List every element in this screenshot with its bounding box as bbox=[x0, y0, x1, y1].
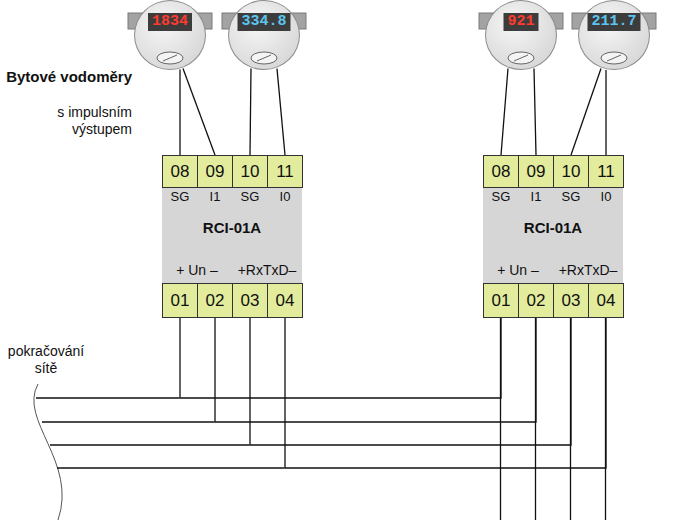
pulse-connector bbox=[228, 0, 300, 70]
module-box: RCI-01A08SG09I110SG11I001020304+ Un –+Rx… bbox=[483, 155, 623, 318]
break-line bbox=[34, 384, 62, 520]
water-meter: 921 bbox=[485, 0, 557, 70]
pin-name: I0 bbox=[588, 189, 624, 205]
terminal-number: 01 bbox=[162, 283, 198, 318]
meter-reading: 921 bbox=[503, 13, 538, 31]
wire bbox=[571, 69, 601, 155]
pin-name: SG bbox=[553, 189, 589, 205]
terminal: 08SG bbox=[483, 155, 519, 205]
terminal: 10SG bbox=[232, 155, 268, 205]
terminal-number: 10 bbox=[553, 155, 589, 188]
caption-text: s impulsním výstupem bbox=[6, 104, 132, 138]
terminal: 01 bbox=[162, 283, 198, 318]
pin-name: SG bbox=[232, 189, 268, 205]
bus-wire bbox=[57, 467, 285, 468]
terminal: 11I0 bbox=[267, 155, 303, 205]
wire bbox=[183, 69, 215, 155]
terminal-number: 04 bbox=[267, 283, 303, 318]
wire bbox=[285, 318, 606, 468]
signal-name: + Un – bbox=[483, 262, 553, 279]
terminal: 03 bbox=[232, 283, 268, 318]
pin-name: SG bbox=[162, 189, 198, 205]
water-meter: 211.7 bbox=[578, 0, 650, 70]
bus-wire bbox=[36, 397, 180, 398]
terminal: 02 bbox=[197, 283, 233, 318]
module-title: RCI-01A bbox=[162, 219, 302, 237]
terminal-number: 08 bbox=[483, 155, 519, 188]
pulse-connector bbox=[485, 0, 557, 70]
terminal: 01 bbox=[483, 283, 519, 318]
water-meter: 1834 bbox=[134, 0, 206, 70]
bus-wire bbox=[50, 444, 250, 445]
terminal: 09I1 bbox=[197, 155, 233, 205]
pin-name: SG bbox=[483, 189, 519, 205]
wire bbox=[605, 70, 606, 155]
terminal-number: 09 bbox=[197, 155, 233, 188]
terminal-number: 01 bbox=[483, 283, 519, 318]
terminal-number: 02 bbox=[518, 283, 554, 318]
wire bbox=[277, 69, 285, 155]
signal-name: +RxTxD– bbox=[553, 262, 623, 279]
terminal-number: 11 bbox=[267, 155, 303, 188]
meter-reading: 211.7 bbox=[587, 13, 640, 31]
water-meter: 334.8 bbox=[228, 0, 300, 70]
signal-name: + Un – bbox=[162, 262, 232, 279]
terminal-number: 02 bbox=[197, 283, 233, 318]
pulse-connector bbox=[134, 0, 206, 70]
wire bbox=[534, 69, 536, 155]
wire bbox=[250, 69, 251, 155]
wire bbox=[215, 318, 536, 422]
note-text: pokračování sítě bbox=[2, 343, 90, 377]
wire bbox=[180, 318, 501, 398]
pin-name: I0 bbox=[267, 189, 303, 205]
pin-name: I1 bbox=[518, 189, 554, 205]
pulse-connector bbox=[578, 0, 650, 70]
terminal-number: 09 bbox=[518, 155, 554, 188]
terminal-number: 03 bbox=[553, 283, 589, 318]
wire bbox=[179, 70, 180, 155]
terminal: 10SG bbox=[553, 155, 589, 205]
terminal-number: 04 bbox=[588, 283, 624, 318]
wire bbox=[250, 318, 571, 445]
terminal-number: 10 bbox=[232, 155, 268, 188]
meter-reading: 334.8 bbox=[237, 13, 290, 31]
module-title: RCI-01A bbox=[483, 219, 623, 237]
meter-reading: 1834 bbox=[148, 13, 192, 31]
pin-name: I1 bbox=[197, 189, 233, 205]
terminal: 08SG bbox=[162, 155, 198, 205]
bus-wire bbox=[42, 421, 215, 422]
module-box: RCI-01A08SG09I110SG11I001020304+ Un –+Rx… bbox=[162, 155, 302, 318]
wire bbox=[501, 69, 508, 155]
terminal: 11I0 bbox=[588, 155, 624, 205]
signal-name: +RxTxD– bbox=[232, 262, 302, 279]
terminal: 04 bbox=[267, 283, 303, 318]
terminal: 09I1 bbox=[518, 155, 554, 205]
terminal-number: 03 bbox=[232, 283, 268, 318]
caption-text: Bytové vodoměry bbox=[6, 68, 132, 86]
terminal-number: 08 bbox=[162, 155, 198, 188]
terminal: 02 bbox=[518, 283, 554, 318]
terminal: 03 bbox=[553, 283, 589, 318]
terminal-number: 11 bbox=[588, 155, 624, 188]
terminal: 04 bbox=[588, 283, 624, 318]
